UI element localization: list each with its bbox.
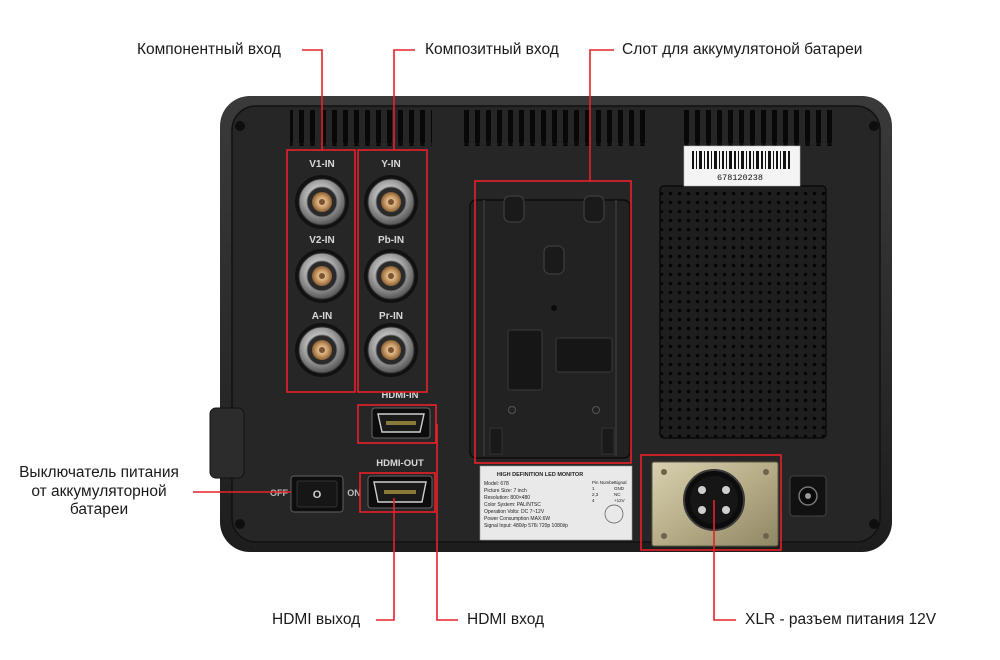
spec-table-cell: 2,3: [592, 492, 599, 497]
composite-input-leader: [393, 49, 415, 150]
component-input-highlight: [286, 149, 356, 393]
label-hdmi-output: HDMI выход: [272, 611, 361, 628]
label-battery-switch-line1: Выключатель питания: [19, 464, 179, 481]
spec-line: Signal Input: 480i/p 576i 720p 1080i/p: [484, 523, 568, 529]
barcode-sticker: 678120238: [683, 145, 801, 187]
battery-slot-highlight: [474, 180, 632, 464]
port-label-hdmi-in: HDMI-IN: [382, 390, 419, 401]
hdmi-out-port: HDMI-OUT: [367, 458, 433, 509]
label-composite-input: Композитный вход: [425, 41, 559, 58]
port-label-y-in: Y-IN: [381, 159, 400, 170]
dc-power-jack: [789, 475, 827, 517]
hdmi-in-highlight: [357, 404, 437, 444]
spec-line: Operation Volts: DC 7~12V: [484, 509, 545, 515]
label-battery-slot: Слот для аккумулятоной батареи: [622, 41, 863, 58]
battery-power-switch: OFF ON O: [270, 475, 361, 513]
port-label-a-in: A-IN: [312, 311, 333, 322]
xlr-highlight: [640, 454, 782, 551]
label-battery-switch: Выключатель питания от аккумуляторной ба…: [10, 464, 188, 520]
spec-table-cell: +12V: [614, 498, 625, 503]
barcode-number: 678120238: [717, 173, 763, 183]
spec-line: Picture Size: 7 inch: [484, 488, 527, 494]
component-input-leader: [302, 49, 323, 150]
spec-table-header: Pin Number: [592, 480, 616, 485]
screw-icon: [235, 121, 245, 131]
spec-title: HIGH DEFINITION LED MONITOR: [497, 472, 583, 478]
label-xlr-power: XLR - разъем питания 12V: [745, 611, 937, 628]
hdmi-out-highlight: [359, 472, 436, 513]
speaker-grille: [659, 185, 827, 439]
switch-on-label: ON: [347, 488, 361, 498]
composite-input-highlight: [357, 149, 428, 393]
port-label-pb-in: Pb-IN: [378, 235, 404, 246]
barcode-icon: [692, 151, 790, 169]
minus-terminal-icon: [592, 406, 600, 414]
spec-table-cell: 4: [592, 498, 595, 503]
label-battery-switch-line3: батареи: [69, 501, 129, 519]
battery-slot-plate: [469, 195, 631, 459]
bnc-y-in-connector-icon: [364, 175, 418, 229]
bnc-v2-in-connector-icon: [295, 249, 349, 303]
bnc-connectors: [295, 175, 418, 377]
hdmi-input-leader: [436, 424, 458, 621]
spec-line: Model: 678: [484, 481, 509, 487]
spec-label-sticker: HIGH DEFINITION LED MONITOR Model: 678Pi…: [479, 465, 633, 541]
hdmi-in-port: HDMI-IN: [371, 390, 431, 439]
spec-line: Color System: PAL/NTSC: [484, 502, 541, 508]
spec-table-cell: 1: [592, 486, 595, 491]
bnc-v1-in-connector-icon: [295, 175, 349, 229]
xlr-pinout-icon: [604, 504, 624, 524]
port-label-v1-in: V1-IN: [309, 159, 335, 170]
xlr-leader: [713, 500, 736, 621]
label-hdmi-input: HDMI вход: [467, 611, 545, 628]
plus-terminal-icon: [508, 406, 516, 414]
hdmi-output-leader: [376, 498, 395, 621]
screw-icon: [869, 121, 879, 131]
spec-table-cell: GND: [614, 486, 625, 491]
label-battery-switch-line2: от аккумуляторной: [31, 482, 167, 500]
top-vents: [290, 110, 832, 146]
bnc-pb-in-connector-icon: [364, 249, 418, 303]
port-label-v2-in: V2-IN: [309, 235, 335, 246]
spec-line: Power Consumption MAX:6W: [484, 516, 550, 522]
xlr-power-connector: [651, 461, 779, 547]
bnc-a-in-connector-icon: [295, 323, 349, 377]
spec-line: Resolution: 800×480: [484, 495, 530, 501]
screw-icon: [235, 519, 245, 529]
bnc-pr-in-connector-icon: [364, 323, 418, 377]
port-label-hdmi-out: HDMI-OUT: [376, 458, 424, 469]
switch-off-label: OFF: [270, 488, 288, 498]
switch-mark: O: [313, 489, 322, 501]
label-component-input: Компонентный вход: [137, 41, 281, 58]
spec-table-cell: NC: [614, 492, 621, 497]
annotation-layer: [193, 49, 782, 621]
battery-slot-leader: [589, 49, 614, 181]
port-label-pr-in: Pr-IN: [379, 311, 403, 322]
spec-table-header: Signal: [614, 480, 627, 485]
screw-icon: [869, 519, 879, 529]
